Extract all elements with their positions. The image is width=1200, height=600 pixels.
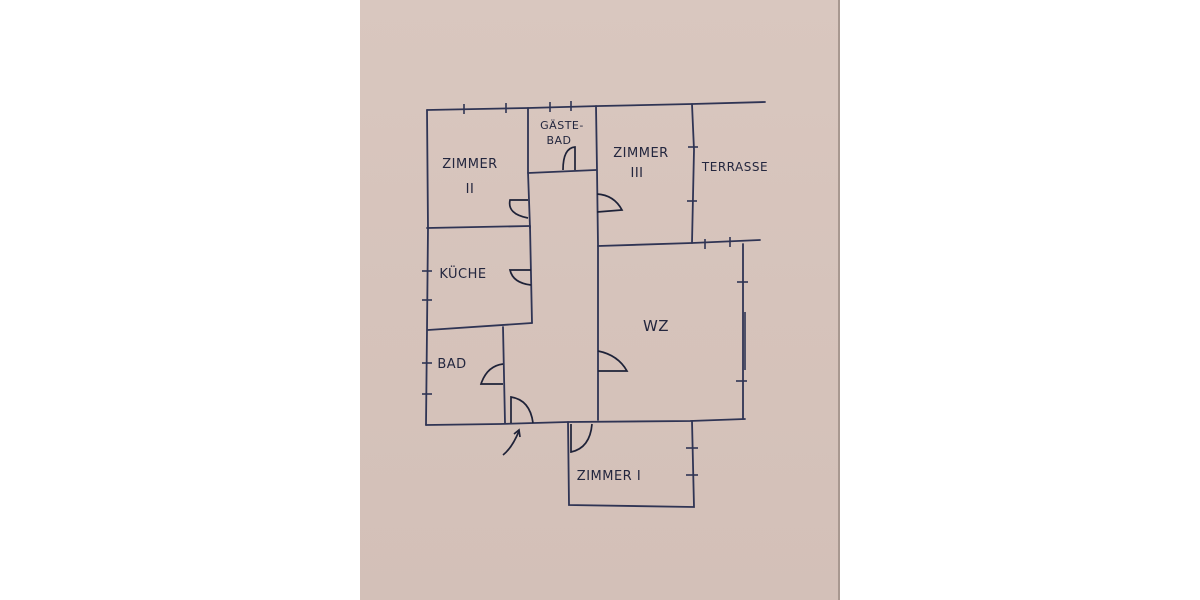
room-label-zimmer-3-number: III bbox=[630, 166, 643, 181]
room-label-zimmer-1: ZIMMER I bbox=[577, 469, 641, 484]
door-gaeste-bad bbox=[562, 146, 576, 171]
door-bad bbox=[479, 363, 504, 385]
doors bbox=[479, 146, 629, 454]
door-zimmer-3 bbox=[596, 193, 624, 213]
window-ticks bbox=[422, 101, 748, 476]
room-label-zimmer-3: ZIMMER bbox=[613, 146, 668, 161]
room-labels: ZIMMER II GÄSTE- BAD ZIMMER III TERRASSE… bbox=[437, 119, 768, 484]
room-label-kueche: KÜCHE bbox=[439, 265, 486, 282]
room-label-zimmer-2-number: II bbox=[466, 182, 475, 197]
room-label-gaeste: GÄSTE- bbox=[540, 119, 584, 132]
door-wz bbox=[597, 350, 629, 372]
door-entrance bbox=[510, 396, 534, 424]
paper-edge bbox=[838, 0, 840, 600]
door-zimmer-2 bbox=[508, 199, 529, 219]
paper-sheet bbox=[360, 0, 840, 600]
room-label-bad: BAD bbox=[437, 357, 466, 372]
room-label-terrasse: TERRASSE bbox=[701, 160, 768, 174]
room-label-bad-guest: BAD bbox=[546, 134, 571, 147]
door-kueche bbox=[508, 269, 532, 286]
walls bbox=[425, 101, 766, 508]
room-label-zimmer-2: ZIMMER bbox=[442, 157, 497, 172]
room-label-wz: WZ bbox=[643, 317, 669, 335]
entrance-arrow-icon bbox=[502, 428, 521, 456]
door-zimmer-1 bbox=[570, 423, 593, 454]
